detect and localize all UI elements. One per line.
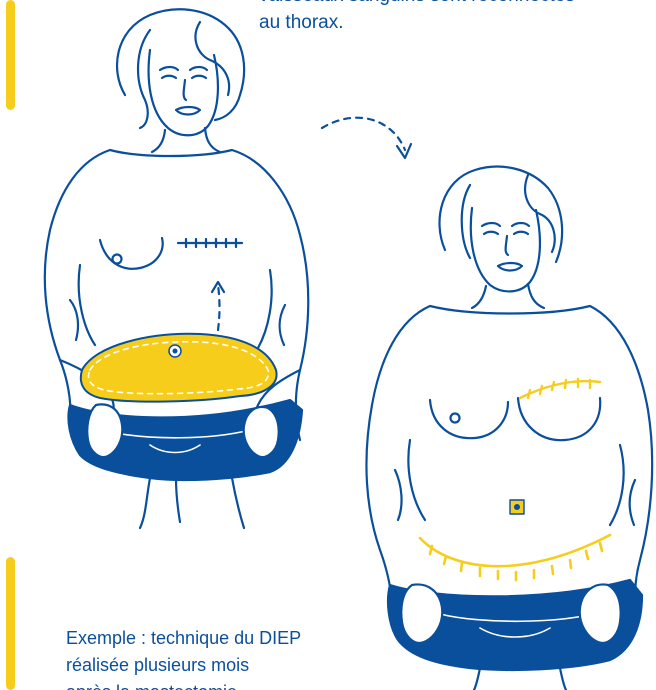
right-neck — [472, 284, 544, 308]
left-eyes — [160, 67, 207, 115]
caption-line-3: après la mastectomie. — [66, 679, 386, 690]
caption-line-2: réalisée plusieurs mois — [66, 652, 386, 679]
left-figure — [45, 9, 308, 528]
right-abdominal-scar — [420, 535, 610, 580]
left-navel-center — [173, 349, 178, 354]
transition-arrow — [322, 118, 405, 150]
transition-arrow-head — [397, 144, 411, 158]
right-nipple — [451, 414, 460, 423]
right-eyes — [482, 223, 529, 271]
right-legs — [474, 668, 566, 690]
right-figure — [366, 167, 652, 690]
caption: Exemple : technique du DIEP réalisée plu… — [66, 625, 386, 690]
right-breast-reconstructed — [518, 398, 600, 440]
left-legs — [140, 478, 244, 528]
left-flap-arrow — [218, 285, 220, 330]
right-hair — [439, 167, 562, 262]
right-navel — [514, 504, 520, 510]
left-hair — [117, 9, 244, 128]
right-breast-scar — [520, 379, 600, 398]
caption-line-1: Exemple : technique du DIEP — [66, 625, 386, 652]
left-mastectomy-scar — [178, 239, 242, 247]
right-breast-natural — [430, 400, 508, 438]
left-nipple — [113, 255, 122, 264]
left-neck — [152, 128, 220, 152]
left-breast — [100, 238, 163, 269]
